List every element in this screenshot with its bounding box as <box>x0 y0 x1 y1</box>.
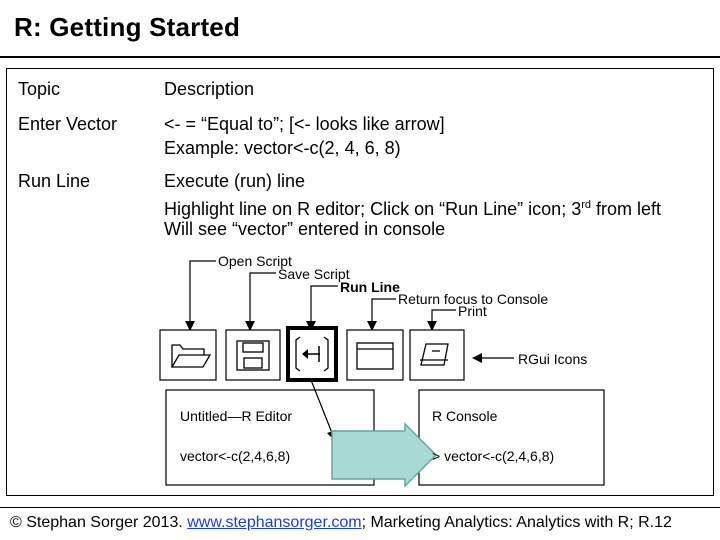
open-script-arrowhead <box>185 321 195 331</box>
rgui-icons-label: RGui Icons <box>518 351 588 367</box>
r-console-window <box>418 389 605 486</box>
return-focus-label: Return focus to Console <box>398 291 549 307</box>
title-divider <box>0 56 720 58</box>
editor-code: vector<-c(2,4,6,8) <box>180 448 291 464</box>
save-script-leader <box>249 272 276 324</box>
footer-course: ; Marketing Analytics: Analytics with R;… <box>361 514 672 531</box>
open-script-leader <box>189 260 216 324</box>
topic-header: Topic <box>18 79 61 99</box>
footer-link[interactable]: www.stephansorger.com <box>187 514 362 531</box>
save-script-arrowhead <box>245 321 255 331</box>
run-line-desc-line1: Execute (run) line <box>164 171 306 191</box>
transfer-arrow <box>331 422 438 488</box>
run-line-leader <box>310 285 338 324</box>
open-script-label: Open Script <box>218 253 292 269</box>
run-line-label: Run Line <box>340 279 400 295</box>
page-title: R: Getting Started <box>14 12 241 42</box>
return-focus-icon <box>346 329 404 381</box>
enter-vector-desc-line1: <- = “Equal to”; [<- looks like arrow] <box>164 114 445 134</box>
save-disk-icon <box>225 329 281 381</box>
run-line-desc-line3: Will see “vector” entered in console <box>164 219 446 239</box>
content-frame <box>6 68 714 496</box>
save-script-label: Save Script <box>278 266 350 282</box>
run-line-pointer <box>310 379 333 434</box>
run-line-desc-line2: Highlight line on R editor; Click on “Ru… <box>164 199 662 219</box>
console-code: > vector<-c(2,4,6,8) <box>432 448 555 464</box>
return-focus-leader <box>371 298 396 324</box>
description-header: Description <box>164 79 255 99</box>
editor-title: Untitled—R Editor <box>180 408 293 424</box>
footer-divider <box>0 507 720 508</box>
print-leader <box>431 309 456 324</box>
topic-run-line: Run Line <box>18 171 91 191</box>
enter-vector-desc-line2: Example: vector<-c(2, 4, 6, 8) <box>164 138 401 158</box>
return-focus-arrowhead <box>367 321 377 331</box>
topic-enter-vector: Enter Vector <box>18 114 118 134</box>
console-title: R Console <box>432 408 498 424</box>
print-icon <box>409 329 465 381</box>
print-arrowhead <box>427 321 437 331</box>
rgui-icons-arrowhead <box>472 353 482 363</box>
print-label: Print <box>458 303 487 319</box>
footer-copyright: © Stephan Sorger 2013. <box>10 514 188 531</box>
footer: © Stephan Sorger 2013. www.stephansorger… <box>10 514 672 532</box>
